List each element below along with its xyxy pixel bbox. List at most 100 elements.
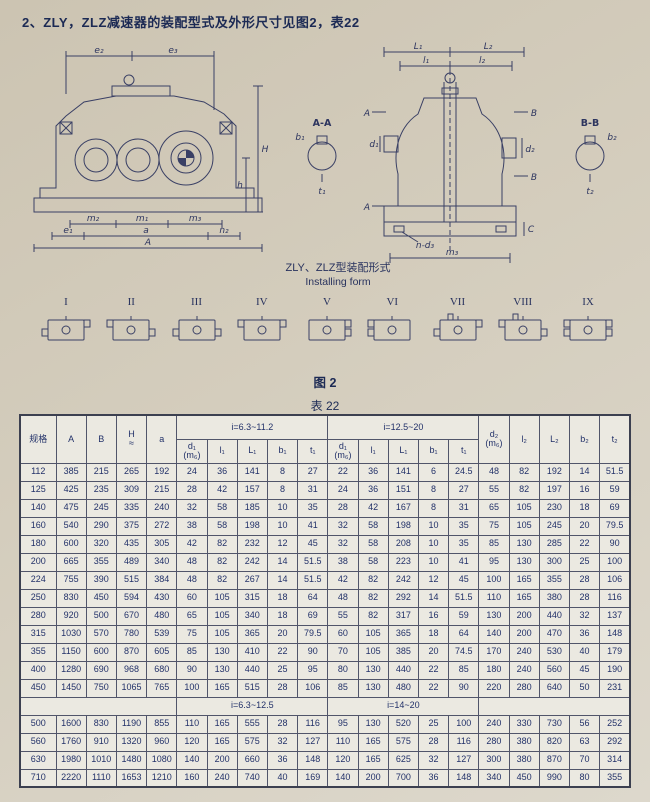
table-cell: 45 <box>448 570 480 590</box>
table-cell: 51.5 <box>297 570 329 590</box>
table-cell: 765 <box>146 678 178 698</box>
table-cell: 515 <box>236 678 268 698</box>
table-cell: 520 <box>387 714 419 734</box>
header-right-4: t₂ <box>599 414 631 464</box>
dim-label-m1: m₁ <box>136 214 149 224</box>
table-cell: 70 <box>568 750 601 770</box>
mid-blank-right <box>478 696 631 716</box>
table-cell: 375 <box>115 516 148 536</box>
header-left-2: B <box>85 414 117 464</box>
row-spec: 224 <box>19 570 57 590</box>
table-cell: 179 <box>599 642 631 662</box>
table-cell: 90 <box>599 534 631 554</box>
table-cell: 1010 <box>85 750 117 770</box>
table-cell: 32 <box>176 498 208 518</box>
table-cell: 69 <box>297 606 329 626</box>
table-cell: 32 <box>327 534 359 554</box>
installing-form-VI: VI <box>364 296 420 353</box>
table-cell: 198 <box>236 516 268 536</box>
form-numeral: II <box>127 296 135 308</box>
table-cell: 6 <box>417 462 450 482</box>
header-right-0: d₂ (m₆) <box>478 414 510 464</box>
row-spec: 180 <box>19 534 57 554</box>
table-cell: 82 <box>357 606 389 626</box>
table-cell: 141 <box>387 462 419 482</box>
table-cell: 105 <box>206 624 238 644</box>
table-cell: 575 <box>236 732 268 752</box>
table-cell: 45 <box>568 660 601 680</box>
table-cell: 80 <box>327 660 359 680</box>
table-cell: 65 <box>176 606 208 626</box>
dim-label-a: a <box>143 226 149 236</box>
table-cell: 28 <box>266 714 299 734</box>
table-cell: 180 <box>478 660 510 680</box>
installing-form-IV: IV <box>234 296 290 353</box>
table-cell: 79.5 <box>297 624 329 644</box>
dim-label-H: H <box>262 145 269 155</box>
table-cell: 285 <box>538 534 570 554</box>
table-cell: 18 <box>266 588 299 608</box>
table-cell: 10 <box>266 498 299 518</box>
table-cell: 110 <box>478 588 510 608</box>
table-cell: 28 <box>568 570 601 590</box>
table-cell: 1480 <box>115 750 148 770</box>
table-cell: 355 <box>85 552 117 572</box>
table-cell: 51.5 <box>599 462 631 482</box>
table-cell: 18 <box>568 498 601 518</box>
table-cell: 245 <box>538 516 570 536</box>
cut-label-B-top: B <box>531 109 537 119</box>
table-cell: 80 <box>568 768 601 788</box>
table-cell: 660 <box>236 750 268 770</box>
table-cell: 385 <box>55 462 87 482</box>
table-cell: 910 <box>85 732 117 752</box>
header-ratio-group-2: i=12.5~20 <box>327 414 480 440</box>
table-cell: 130 <box>357 714 389 734</box>
table-cell: 165 <box>206 714 238 734</box>
table-cell: 65 <box>478 498 510 518</box>
table-cell: 440 <box>387 660 419 680</box>
subheader-g2-2: L₁ <box>387 438 419 464</box>
form-numeral: I <box>64 296 68 308</box>
table-cell: 105 <box>206 588 238 608</box>
table-cell: 605 <box>146 642 178 662</box>
table-cell: 870 <box>538 750 570 770</box>
table-cell: 82 <box>508 462 540 482</box>
table-cell: 265 <box>115 462 148 482</box>
table-cell: 151 <box>387 480 419 500</box>
table-cell: 148 <box>448 768 480 788</box>
table-cell: 90 <box>448 678 480 698</box>
dim-label-m3: m₃ <box>189 214 202 224</box>
installing-form-icon <box>41 316 91 341</box>
table-cell: 267 <box>236 570 268 590</box>
table-cell: 28 <box>568 588 601 608</box>
table-cell: 130 <box>508 534 540 554</box>
table-cell: 600 <box>55 534 87 554</box>
table-cell: 127 <box>297 732 329 752</box>
table-cell: 170 <box>478 642 510 662</box>
table-cell: 116 <box>448 732 480 752</box>
table-cell: 314 <box>599 750 631 770</box>
table-cell: 35 <box>448 534 480 554</box>
table-cell: 380 <box>508 732 540 752</box>
table-cell: 305 <box>146 534 178 554</box>
table-cell: 575 <box>387 732 419 752</box>
dim-label-m3-side: m₃ <box>446 248 459 258</box>
table-cell: 106 <box>297 678 329 698</box>
table-cell: 215 <box>85 462 117 482</box>
table-cell: 130 <box>508 552 540 572</box>
table-cell: 14 <box>266 570 299 590</box>
table-cell: 100 <box>478 570 510 590</box>
table-cell: 20 <box>417 642 450 662</box>
subheader-g1-3: b₁ <box>266 438 299 464</box>
table-cell: 855 <box>146 714 178 734</box>
table-cell: 14 <box>266 552 299 572</box>
table-cell: 539 <box>146 624 178 644</box>
subheader-g1-4: t₁ <box>297 438 329 464</box>
